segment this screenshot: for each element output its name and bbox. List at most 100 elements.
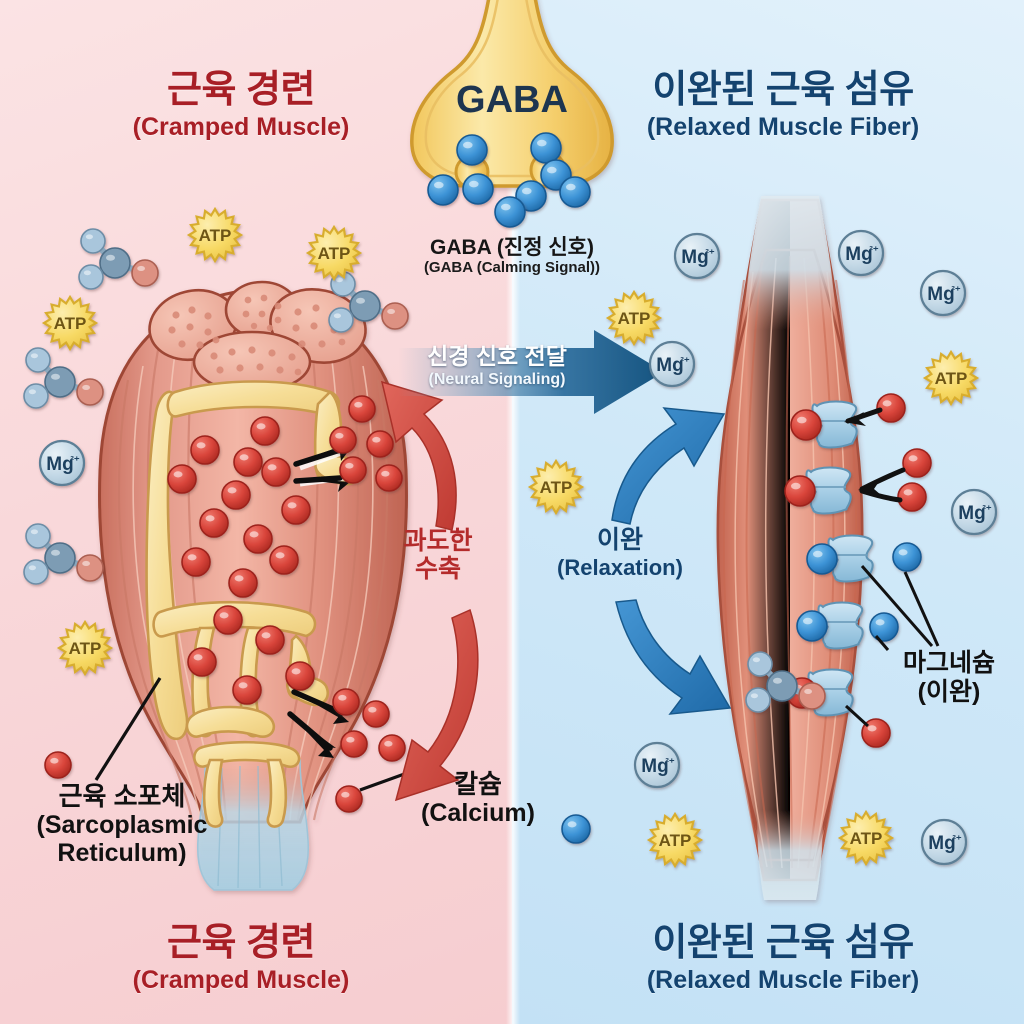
atp-badge: ATP [605, 289, 663, 347]
calcium-ion [378, 734, 406, 762]
molecule-model [23, 347, 104, 409]
magnesium-ion [456, 134, 488, 166]
relaxation-kr: 이완 [596, 526, 643, 554]
atp-badge: ATP [56, 619, 114, 677]
title-cramped-bottom-kr: 근육 경련 [167, 922, 315, 964]
magnesium-badge: Mg²⁺ [920, 818, 968, 866]
title-relaxed-bottom-kr: 이완된 근육 섬유 [652, 922, 914, 964]
relaxation-arrows [611, 407, 732, 715]
calcium-ion [897, 482, 927, 512]
calcium-ion [362, 700, 390, 728]
atp-badge-label: ATP [659, 831, 692, 850]
calcium-ion [784, 475, 816, 507]
calcium-ion [221, 480, 251, 510]
gaba-caption-en: (GABA (Calming Signal)) [423, 259, 601, 277]
magnesium-badge-superscript: ²⁺ [70, 455, 80, 467]
atp-badge-label: ATP [199, 226, 232, 245]
magnesium-badge: Mg²⁺ [919, 269, 967, 317]
magnesium-badge-label: Mg [958, 503, 985, 524]
myofibril-dots [168, 294, 346, 376]
magnesium-badge: Mg²⁺ [648, 340, 696, 388]
calcium-ion [902, 448, 932, 478]
magnesium-badge-superscript: ²⁺ [982, 504, 992, 516]
calcium-ion [335, 785, 363, 813]
magnesium-badge-label: Mg [656, 355, 683, 376]
atp-badge-label: ATP [618, 309, 651, 328]
magnesium-label: 마그네슘 (이완) [874, 649, 1024, 706]
atp-badge: ATP [646, 811, 704, 869]
calcium-ion [375, 464, 403, 492]
calcium-kr: 칼슘 [454, 769, 502, 799]
magnesium-ion [869, 612, 899, 642]
calcium-ion [167, 464, 197, 494]
excessive-contraction-label: 과도한 수축 [372, 527, 504, 583]
atp-badge: ATP [922, 349, 980, 407]
magnesium-badge-superscript: ²⁺ [951, 285, 961, 297]
magnesium-badge-superscript: ²⁺ [869, 245, 879, 257]
molecule-model [745, 651, 826, 713]
calcium-en: (Calcium) [421, 798, 535, 827]
page-title-cramped-top: 근육 경련 (Cramped Muscle) [26, 70, 456, 141]
calcium-label: 칼슘 (Calcium) [390, 770, 566, 827]
page-title-relaxed-bottom: 이완된 근육 섬유 (Relaxed Muscle Fiber) [568, 923, 998, 994]
sr-leader-line [94, 677, 162, 781]
title-cramped-en: (Cramped Muscle) [132, 113, 350, 142]
magnesium-kr: 마그네슘 [902, 649, 995, 677]
magnesium-leader-lines [860, 565, 940, 647]
magnesium-ion [427, 174, 459, 206]
magnesium-badge-label: Mg [928, 833, 955, 854]
magnesium-badge: Mg²⁺ [673, 232, 721, 280]
excessive-contraction-line1: 과도한 [403, 527, 473, 555]
calcium-ion [250, 416, 280, 446]
page-title-cramped-bottom: 근육 경련 (Cramped Muscle) [26, 923, 456, 994]
magnesium-label-tick [874, 635, 890, 651]
atp-badge-label: ATP [54, 314, 87, 333]
magnesium-badge-superscript: ²⁺ [665, 757, 675, 769]
free-ions-right-group [561, 393, 932, 844]
calcium-ion [228, 568, 258, 598]
magnesium-badge-label: Mg [845, 244, 872, 265]
magnesium-badge: Mg²⁺ [950, 488, 998, 536]
free-calcium-left-group [44, 395, 406, 813]
calcium-ion [329, 426, 357, 454]
calcium-ion [190, 435, 220, 465]
calcium-ion [281, 495, 311, 525]
atp-badge-label: ATP [69, 639, 102, 658]
gaba-terminal-label: GABA [456, 79, 568, 121]
magnesium-ion [559, 176, 591, 208]
calcium-ion [261, 457, 291, 487]
title-cramped-kr: 근육 경련 [167, 69, 315, 111]
calcium-ion [861, 718, 891, 748]
molecule-group [23, 228, 826, 713]
title-relaxed-en: (Relaxed Muscle Fiber) [646, 113, 920, 142]
magnesium-ion [806, 543, 838, 575]
excessive-contraction-arrows [380, 380, 479, 802]
magnesium-badge: Mg²⁺ [837, 229, 885, 277]
magnesium-badge: Mg²⁺ [633, 741, 681, 789]
atp-badge-label: ATP [935, 369, 968, 388]
panel-divider [506, 0, 520, 1024]
sr-en-line1: (Sarcoplasmic [36, 810, 208, 839]
calcium-ion [269, 545, 299, 575]
excessive-contraction-line2: 수축 [414, 554, 461, 583]
calcium-ion [233, 447, 263, 477]
magnesium-badge-label: Mg [641, 756, 668, 777]
calcium-ion [285, 661, 315, 691]
calcium-ion [876, 393, 906, 423]
relaxation-en: (Relaxation) [557, 554, 683, 580]
calcium-ion [348, 395, 376, 423]
atp-badge-label: ATP [318, 244, 351, 263]
sr-en-line2: Reticulum) [57, 838, 187, 867]
atp-badge: ATP [305, 224, 363, 282]
calcium-ion [199, 508, 229, 538]
magnesium-badge-superscript: ²⁺ [680, 356, 690, 368]
magnesium-badge-group: Mg²⁺Mg²⁺Mg²⁺Mg²⁺Mg²⁺Mg²⁺Mg²⁺Mg²⁺ [38, 229, 998, 866]
calcium-ion [181, 547, 211, 577]
atp-badge-label: ATP [850, 829, 883, 848]
calcium-ion [44, 751, 72, 779]
title-relaxed-kr: 이완된 근육 섬유 [652, 69, 914, 111]
title-relaxed-bottom-en: (Relaxed Muscle Fiber) [646, 966, 920, 995]
